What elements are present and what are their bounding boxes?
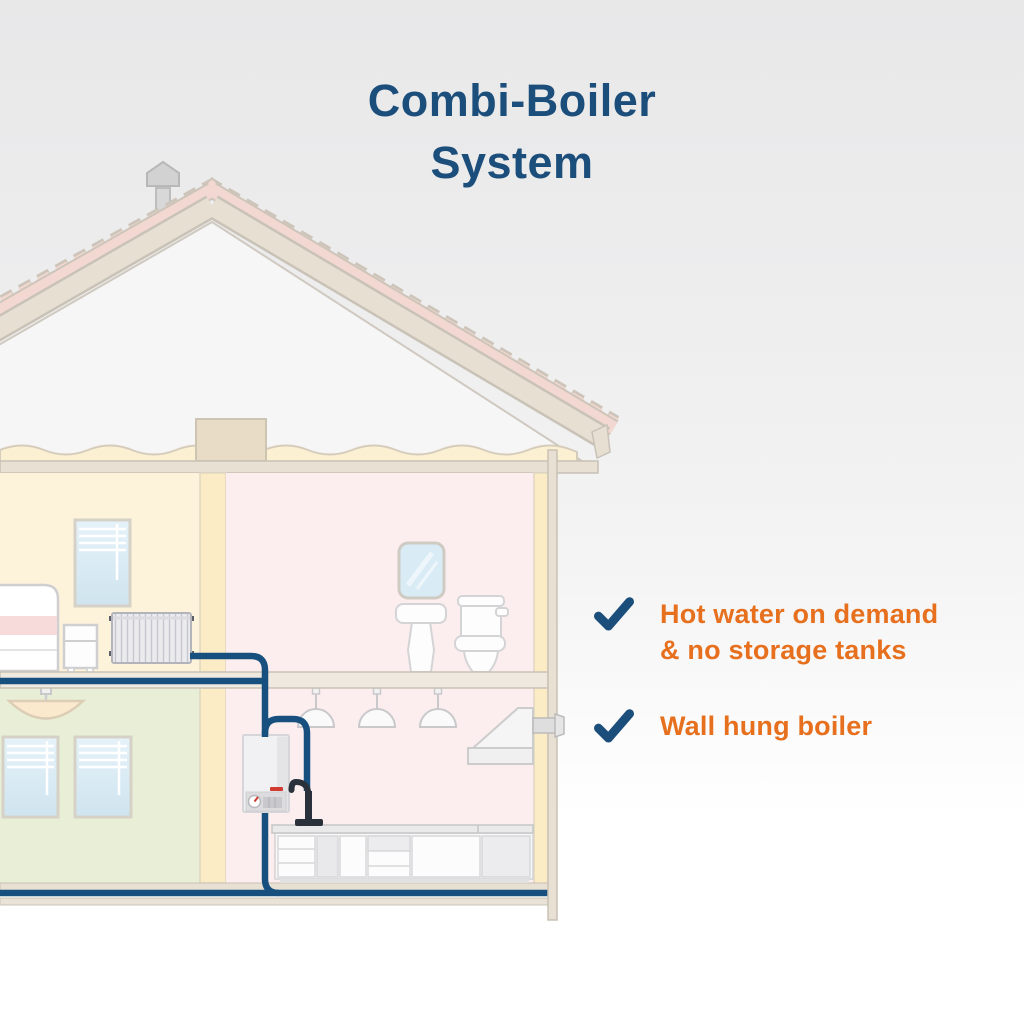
- checkmark-icon: [594, 597, 636, 638]
- feature-list: Hot water on demand & no storage tanks W…: [594, 596, 994, 750]
- pendant-light: [357, 687, 397, 728]
- living-room-window: [1, 735, 60, 819]
- checkmark-icon: [594, 709, 636, 750]
- boiler-red-label: [270, 787, 283, 791]
- feature-text: Hot water on demand & no storage tanks: [660, 599, 939, 665]
- upper-ceiling-slab: [0, 460, 599, 474]
- kitchen-counter: [271, 824, 534, 883]
- extractor-hood: [467, 707, 534, 765]
- feature-item: Wall hung boiler: [594, 708, 994, 750]
- nightstand: [62, 623, 99, 674]
- boiler: [242, 734, 290, 813]
- bedroom: [0, 518, 194, 678]
- hood-vent-duct: [532, 712, 565, 739]
- attic: [0, 220, 586, 462]
- living-room: [1, 686, 133, 819]
- roof-eave: [591, 423, 611, 460]
- radiator-to-boiler-pipe: [190, 652, 280, 897]
- attic-insulation: [0, 444, 578, 464]
- kitchen: [296, 687, 534, 765]
- hot-water-pipe: [261, 715, 311, 791]
- living-room-window: [73, 735, 133, 819]
- toilet: [454, 595, 509, 673]
- attic-box: [195, 418, 267, 462]
- kitchen-tap: [288, 778, 323, 826]
- bedroom-window: [73, 518, 132, 608]
- title-line-2: System: [430, 137, 594, 188]
- roof: [0, 177, 620, 460]
- feature-item: Hot water on demand & no storage tanks: [594, 596, 994, 668]
- interior-wall-lower: [199, 687, 227, 884]
- feature-text: Wall hung boiler: [660, 711, 873, 741]
- heating-pipes: [0, 652, 549, 897]
- title-line-1: Combi-Boiler: [367, 75, 657, 126]
- pendant-light: [418, 687, 458, 728]
- countertop: [271, 824, 534, 834]
- bed: [0, 583, 60, 678]
- bathroom: [395, 541, 509, 673]
- page-title: Combi-Boiler System: [312, 70, 712, 194]
- radiator: [109, 612, 194, 664]
- interior-wall-upper: [199, 472, 227, 673]
- pedestal-sink: [395, 603, 447, 673]
- right-wall-outer: [547, 449, 558, 921]
